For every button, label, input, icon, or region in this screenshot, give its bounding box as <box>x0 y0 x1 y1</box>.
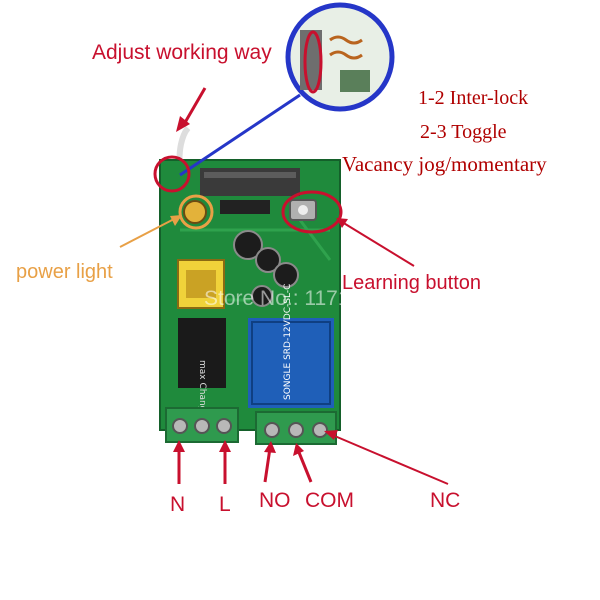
capacitor <box>251 285 273 307</box>
label-terminal-com: COM <box>305 489 354 512</box>
callout-line <box>179 93 301 177</box>
terminal-screw <box>194 418 210 434</box>
transformer-text: max Chang <box>197 360 207 411</box>
label-toggle: 2-3 Toggle <box>420 121 507 143</box>
learning-button-highlight <box>281 190 343 234</box>
ic-chip <box>220 200 270 214</box>
capacitor <box>273 262 299 288</box>
zoom-callout <box>285 2 395 112</box>
label-learning-button: Learning button <box>342 272 482 294</box>
label-vacancy: Vacancy jog/momentary <box>342 152 547 176</box>
relay <box>248 318 334 408</box>
capacitor <box>255 247 281 273</box>
power-led <box>183 200 207 224</box>
terminal-screw <box>264 422 280 438</box>
label-terminal-l: L <box>219 493 231 516</box>
capacitor <box>233 230 263 260</box>
terminal-screw <box>288 422 304 438</box>
label-adjust-working-way: Adjust working way <box>92 41 272 64</box>
jumper-highlight <box>153 155 191 193</box>
inductor <box>178 318 226 388</box>
power-led-highlight <box>178 194 214 230</box>
label-terminal-nc: NC <box>430 489 461 512</box>
label-inter-lock: 1-2 Inter-lock <box>418 87 529 109</box>
label-terminal-no: NO <box>259 489 291 512</box>
store-watermark: Store No.: 117143 <box>204 287 373 310</box>
label-terminal-n: N <box>170 493 186 516</box>
terminal-screw <box>216 418 232 434</box>
relay-text: SONGLE SRD-12VDC-SL-C <box>283 284 293 400</box>
label-power-light: power light <box>16 261 113 283</box>
terminal-screw <box>172 418 188 434</box>
terminal-screw <box>312 422 328 438</box>
